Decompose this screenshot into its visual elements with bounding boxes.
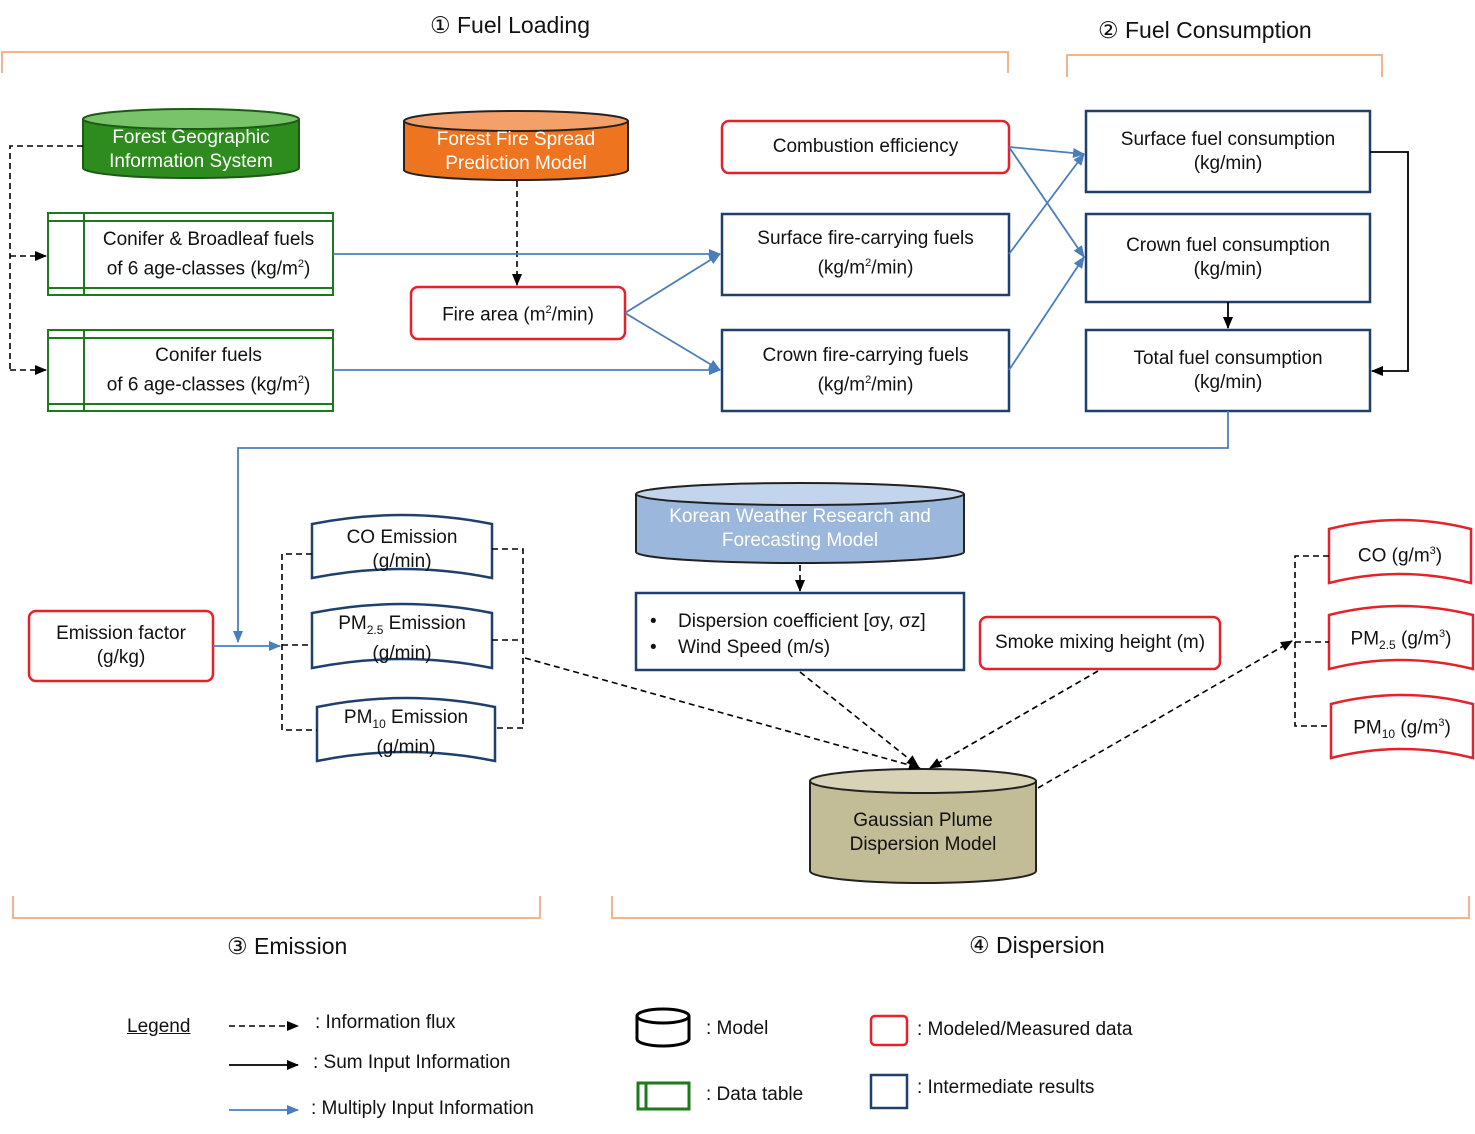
box-smoke-mixing-height xyxy=(978,615,1222,671)
emission-factor-label: Emission factor(g/kg) xyxy=(56,623,186,668)
section-brackets xyxy=(1,51,1470,919)
mult-firearea-to-surface xyxy=(624,253,721,314)
surface-consumption-label: Surface fuel consumption(kg/min) xyxy=(1120,129,1336,174)
flux-emissions-to-gpdm xyxy=(524,657,921,770)
legend-title: Legend xyxy=(127,1016,191,1037)
table-conifer-broadleaf-shape xyxy=(47,212,334,296)
pm25-emission-label: PM2.5 Emission(g/min) xyxy=(338,613,466,664)
fire-area-label: Fire area (m2/min) xyxy=(442,304,594,326)
box-crown-consumption xyxy=(1084,212,1372,304)
model-fgis xyxy=(82,108,300,179)
sum-surface-to-total xyxy=(1370,151,1409,376)
bracket-dispersion xyxy=(611,896,1470,919)
flux-fgis-to-tables xyxy=(9,145,83,370)
legend-cylinder-icon xyxy=(635,1007,691,1048)
flux-smh-to-gpdm xyxy=(929,670,1099,769)
section-title-fuel-loading: ① Fuel Loading xyxy=(430,12,591,38)
mult-ce-to-surface-cons xyxy=(1008,146,1085,158)
doc-co-emission xyxy=(310,513,494,580)
legend-multiply-input: : Multiply Input Information xyxy=(311,1098,534,1119)
section-title-dispersion: ④ Dispersion xyxy=(969,932,1105,958)
pm10-conc-label: PM10 (g/m3) xyxy=(1353,717,1451,742)
bracket-fuel-loading xyxy=(1,51,1009,73)
legend-red-box-icon xyxy=(869,1014,909,1047)
legend-modeled-measured: : Modeled/Measured data xyxy=(917,1019,1133,1040)
flux-gpdm-to-conc xyxy=(1037,640,1293,789)
section-title-emission: ③ Emission xyxy=(227,933,348,959)
mult-ce-to-crown-cons xyxy=(1008,146,1085,258)
box-surface-fire-fuels xyxy=(720,212,1011,297)
legend-graphics xyxy=(229,1007,909,1115)
flux-conc-bracket xyxy=(1294,555,1331,727)
table-conifer-shape xyxy=(47,329,334,412)
box-total-consumption xyxy=(1084,328,1372,413)
co-emission-label: CO Emission(g/min) xyxy=(346,527,458,572)
pm10-emission-label: PM10 Emission(g/min) xyxy=(343,707,469,758)
model-gpdm xyxy=(809,768,1037,884)
pm25-conc-label: PM2.5 (g/m3) xyxy=(1350,628,1452,653)
crown-consumption-label: Crown fuel consumption(kg/min) xyxy=(1126,235,1330,280)
legend-model: : Model xyxy=(706,1018,769,1039)
box-dispersion-params xyxy=(634,591,966,672)
smoke-mixing-height-label: Smoke mixing height (m) xyxy=(994,632,1206,653)
surface-fire-fuels-label: Surface fire-carrying fuels(kg/m2/min) xyxy=(757,228,974,279)
box-crown-fire-fuels xyxy=(720,328,1011,413)
model-ffspm xyxy=(403,110,629,181)
co-conc-label: CO (g/m3) xyxy=(1357,545,1443,567)
legend-sum-input: : Sum Input Information xyxy=(313,1052,511,1073)
flux-params-to-gpdm xyxy=(799,671,919,767)
legend-table-icon xyxy=(636,1081,691,1111)
dispersion-params-label: •Dispersion coefficient [σy, σz] •Wind S… xyxy=(650,611,926,658)
doc-pm10-conc xyxy=(1329,693,1475,760)
model-kwrf xyxy=(635,482,965,564)
bracket-emission xyxy=(12,896,541,919)
flux-emission-bracket-right xyxy=(492,548,524,729)
doc-pm10-emission xyxy=(315,696,497,763)
doc-pm25-conc xyxy=(1327,604,1475,671)
total-consumption-label: Total fuel consumption(kg/min) xyxy=(1133,348,1323,393)
flux-emission-bracket-left xyxy=(281,553,317,731)
section-title-fuel-consumption: ② Fuel Consumption xyxy=(1098,17,1312,43)
legend-intermediate: : Intermediate results xyxy=(917,1077,1095,1098)
combustion-efficiency-label: Combustion efficiency xyxy=(772,136,959,157)
legend-information-flux: : Information flux xyxy=(315,1012,456,1033)
crown-fire-fuels-label: Crown fire-carrying fuels(kg/m2/min) xyxy=(762,345,969,396)
legend-navy-box-icon xyxy=(869,1073,909,1110)
bracket-fuel-consumption xyxy=(1066,54,1383,77)
box-surface-consumption xyxy=(1084,109,1372,194)
mult-total-to-ef xyxy=(233,411,1229,643)
doc-co-conc xyxy=(1327,518,1473,585)
legend-data-table: : Data table xyxy=(706,1084,804,1105)
doc-pm25-emission xyxy=(310,602,494,670)
mult-surface-fuels-to-cons xyxy=(1008,153,1085,255)
mult-firearea-to-crown xyxy=(624,312,721,371)
mult-crown-fuels-to-cons xyxy=(1008,256,1085,371)
